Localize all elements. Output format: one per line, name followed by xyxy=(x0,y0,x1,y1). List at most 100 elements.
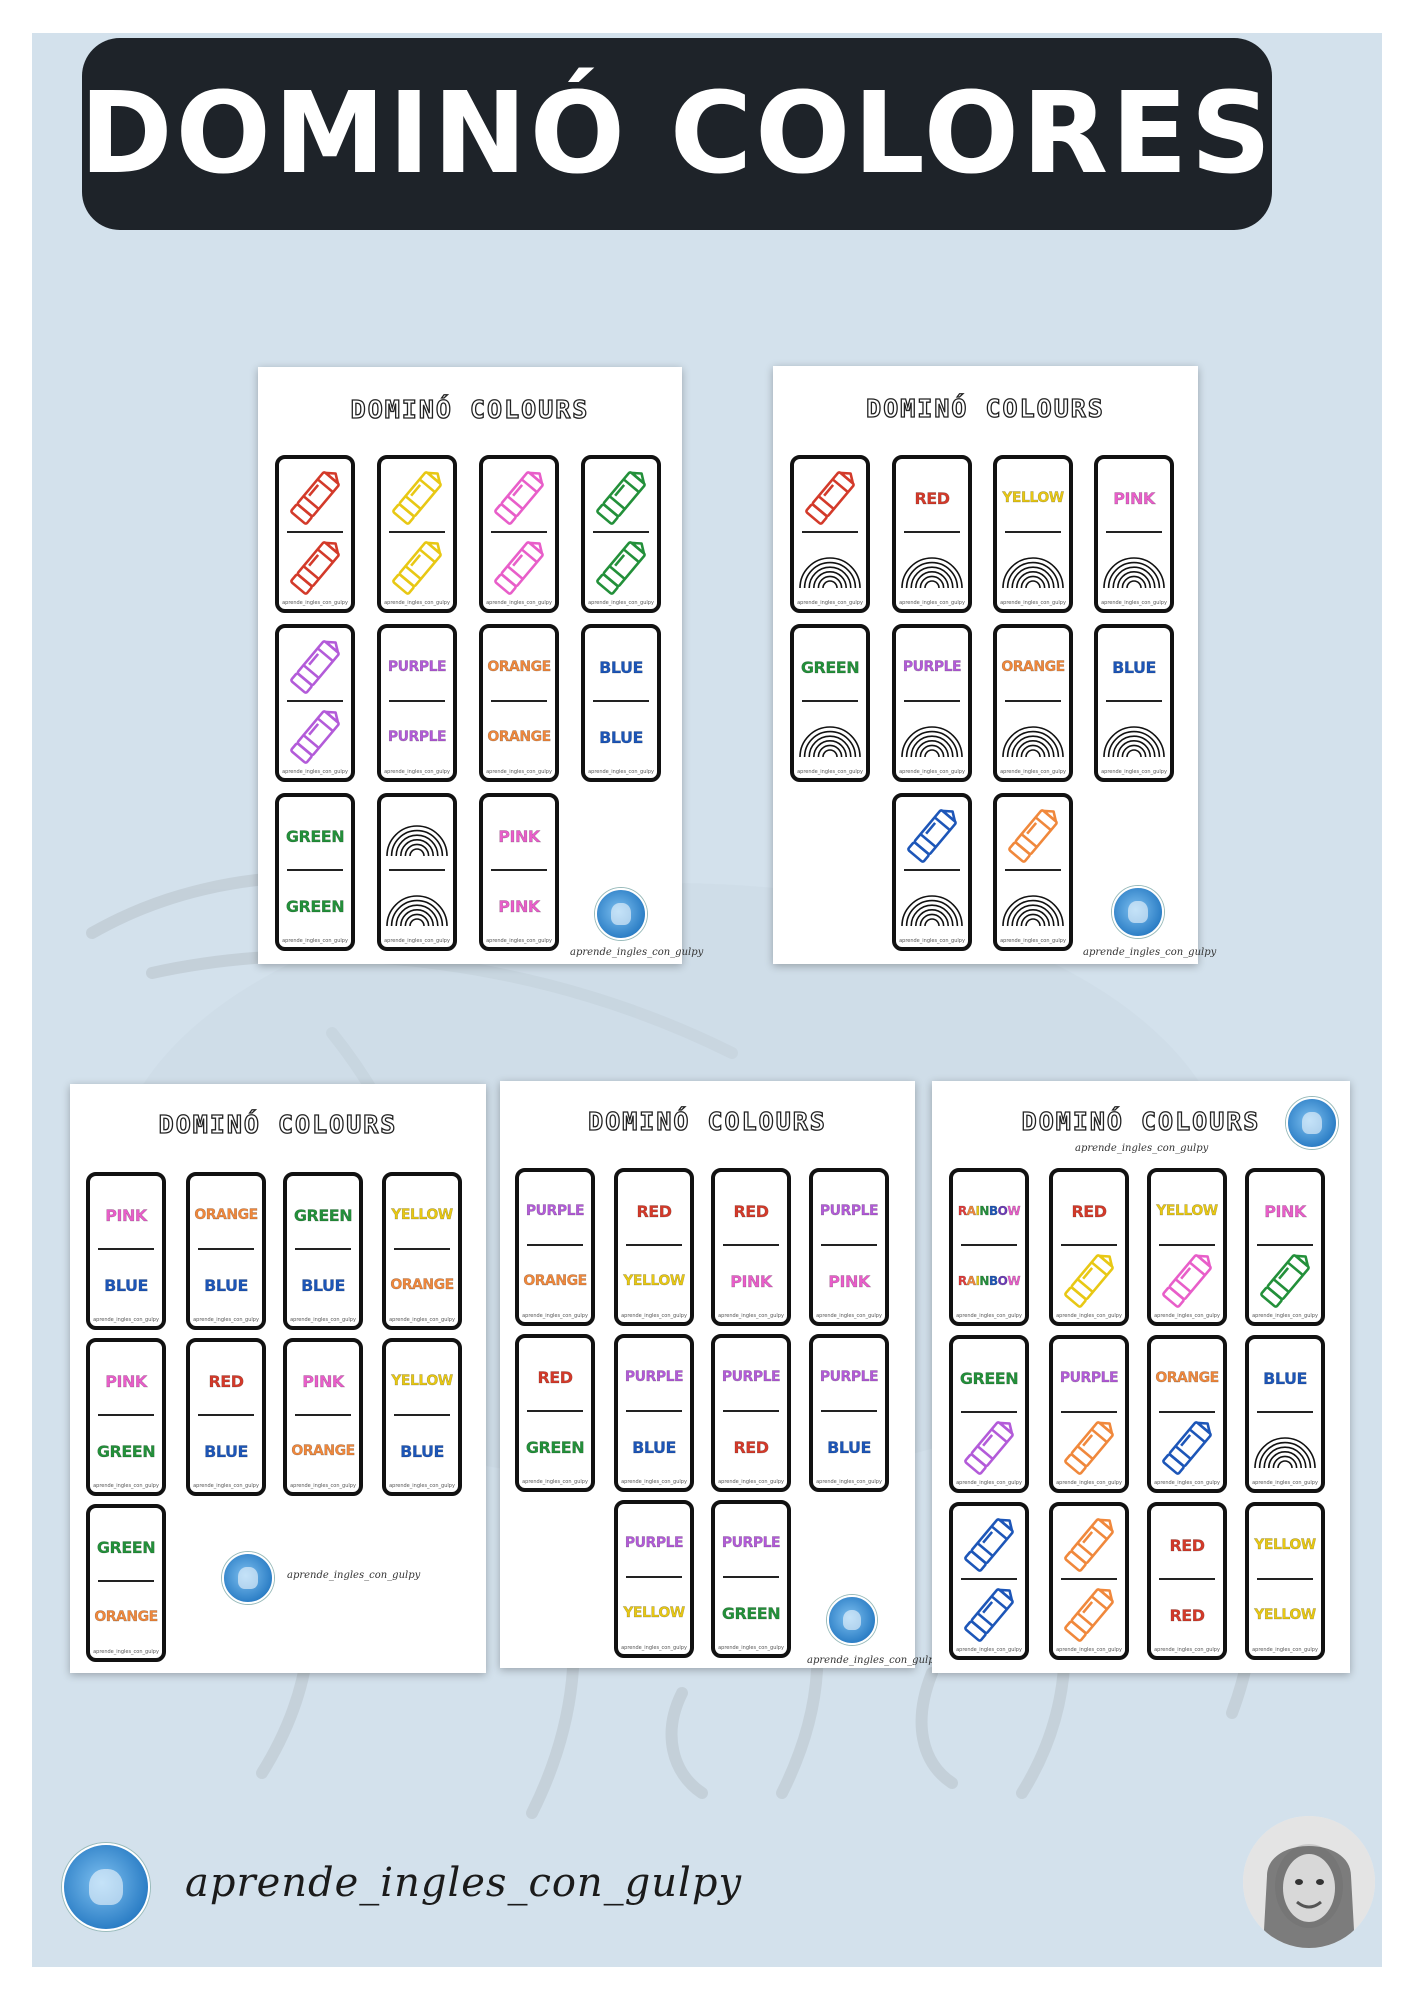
tile-divider xyxy=(389,869,445,871)
color-word: YELLOW xyxy=(391,1207,453,1223)
tile-divider xyxy=(389,700,445,702)
domino-tile: aprende_ingles_con_gulpy xyxy=(275,624,355,782)
domino-tile: aprende_ingles_con_gulpy xyxy=(790,455,870,613)
sheet-title: DOMINÓ COLOURS xyxy=(350,394,590,424)
tile-word: RAINBOW xyxy=(953,1248,1025,1314)
tile-word: PURPLE xyxy=(381,704,453,770)
tile-word: GREEN xyxy=(279,803,351,869)
tile-credit: aprende_ingles_con_gulpy xyxy=(1101,769,1167,775)
rainbow-icon xyxy=(381,873,453,939)
tile-divider xyxy=(295,1248,351,1250)
tile-word: RED xyxy=(715,1178,787,1244)
tile-divider xyxy=(1159,1411,1215,1413)
tile-credit: aprende_ingles_con_gulpy xyxy=(486,938,552,944)
tile-word: PINK xyxy=(90,1348,162,1414)
domino-tile: aprende_ingles_con_gulpy xyxy=(1049,1502,1129,1660)
sheet-watermark: aprende_ingles_con_gulpy xyxy=(807,1655,941,1666)
tile-divider xyxy=(821,1244,877,1246)
tile-word: YELLOW xyxy=(1151,1178,1223,1244)
color-word: ORANGE xyxy=(194,1207,258,1223)
tile-divider xyxy=(1005,869,1061,871)
color-word: PURPLE xyxy=(1059,1370,1119,1386)
color-word: PINK xyxy=(828,1271,870,1291)
crayon-icon xyxy=(585,465,657,531)
rainbow-icon xyxy=(794,535,866,601)
tile-divider xyxy=(1106,531,1162,533)
tile-divider xyxy=(287,869,343,871)
color-word: GREEN xyxy=(285,896,345,916)
color-word: GREEN xyxy=(721,1603,781,1623)
crayon-icon xyxy=(279,634,351,700)
tile-divider xyxy=(287,700,343,702)
tile-divider xyxy=(626,1244,682,1246)
color-word: RED xyxy=(733,1201,769,1221)
tile-word: GREEN xyxy=(953,1345,1025,1411)
tile-divider xyxy=(491,869,547,871)
color-word: GREEN xyxy=(525,1437,585,1457)
rainbow-icon xyxy=(1249,1415,1321,1481)
tile-credit: aprende_ingles_con_gulpy xyxy=(1000,938,1066,944)
tile-divider xyxy=(1061,1244,1117,1246)
tile-divider xyxy=(821,1410,877,1412)
tile-credit: aprende_ingles_con_gulpy xyxy=(1252,1480,1318,1486)
footer-handle: aprende_ingles_con_gulpy xyxy=(185,1860,743,1906)
sheet-title: DOMINÓ COLOURS xyxy=(158,1109,398,1139)
rainbow-icon xyxy=(381,803,453,869)
color-word: PURPLE xyxy=(819,1203,879,1219)
crayon-icon xyxy=(794,465,866,531)
tile-divider xyxy=(527,1244,583,1246)
tile-credit: aprende_ingles_con_gulpy xyxy=(389,1317,455,1323)
tile-word: BLUE xyxy=(585,704,657,770)
tile-credit: aprende_ingles_con_gulpy xyxy=(384,938,450,944)
tile-credit: aprende_ingles_con_gulpy xyxy=(1056,1647,1122,1653)
tile-divider xyxy=(198,1414,254,1416)
gulpy-logo-icon xyxy=(595,888,647,940)
tile-credit: aprende_ingles_con_gulpy xyxy=(93,1649,159,1655)
tile-credit: aprende_ingles_con_gulpy xyxy=(1056,1313,1122,1319)
color-word: GREEN xyxy=(293,1205,353,1225)
color-word: PINK xyxy=(105,1371,147,1391)
color-word: RED xyxy=(537,1367,573,1387)
tile-credit: aprende_ingles_con_gulpy xyxy=(621,1479,687,1485)
tile-divider xyxy=(723,1244,779,1246)
tile-credit: aprende_ingles_con_gulpy xyxy=(93,1483,159,1489)
crayon-icon xyxy=(381,465,453,531)
tile-credit: aprende_ingles_con_gulpy xyxy=(718,1645,784,1651)
sheet-watermark: aprende_ingles_con_gulpy xyxy=(287,1570,421,1581)
tile-word: GREEN xyxy=(794,634,866,700)
domino-tile: aprende_ingles_con_gulpy xyxy=(275,455,355,613)
crayon-icon xyxy=(1053,1582,1125,1648)
tile-word: GREEN xyxy=(519,1414,591,1480)
tile-credit: aprende_ingles_con_gulpy xyxy=(389,1483,455,1489)
tile-word: PURPLE xyxy=(1053,1345,1125,1411)
tile-word: YELLOW xyxy=(997,465,1069,531)
tile-word: PURPLE xyxy=(715,1344,787,1410)
tile-word: PINK xyxy=(1249,1178,1321,1244)
tile-word: BLUE xyxy=(190,1252,262,1318)
color-word: PINK xyxy=(498,896,540,916)
domino-tile: aprende_ingles_con_gulpy xyxy=(581,455,661,613)
tile-credit: aprende_ingles_con_gulpy xyxy=(1154,1480,1220,1486)
tile-credit: aprende_ingles_con_gulpy xyxy=(797,600,863,606)
color-word: BLUE xyxy=(632,1437,677,1457)
color-word: ORANGE xyxy=(1001,659,1065,675)
tile-credit: aprende_ingles_con_gulpy xyxy=(1056,1480,1122,1486)
tile-word: RED xyxy=(190,1348,262,1414)
tile-divider xyxy=(904,531,960,533)
crayon-icon xyxy=(381,535,453,601)
title-banner: DOMINÓ COLORES xyxy=(80,38,1272,230)
tile-word: RED xyxy=(618,1178,690,1244)
